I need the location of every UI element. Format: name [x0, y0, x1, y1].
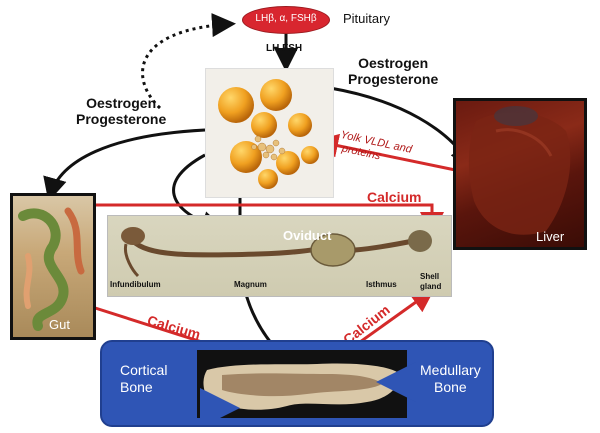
oviduct-shape	[121, 227, 432, 278]
pituitary-hormones-label: LHβ, α, FSHβ	[255, 13, 317, 24]
bone-panel: Cortical Bone Medullary Bone	[100, 340, 494, 427]
liver-photo: Liver	[453, 98, 587, 250]
gut-shape	[18, 207, 85, 331]
ovary-hormones-left: Oestrogen Progesterone	[76, 95, 167, 127]
segment-shell: Shell	[420, 272, 440, 281]
feedback-dotted-arrow	[141, 13, 236, 110]
ovary-photo	[205, 68, 334, 198]
segment-magnum: Magnum	[234, 280, 267, 289]
pituitary-label: Pituitary	[343, 11, 390, 26]
cortical-bone-label: Cortical Bone	[120, 362, 168, 395]
gut-photo: Gut	[10, 193, 96, 340]
oviduct-label: Oviduct	[283, 228, 332, 243]
liver-label: Liver	[536, 229, 565, 244]
lh-fsh-label: LH FSH	[266, 43, 303, 54]
segment-isthmus: Isthmus	[366, 280, 397, 289]
ovary-hormones-right: Oestrogen Progesterone	[348, 55, 439, 87]
yolk-arrow	[314, 133, 466, 174]
gut-label: Gut	[49, 317, 70, 332]
bone-section	[203, 363, 399, 410]
liver-shape	[468, 106, 571, 235]
medullary-bone-label: Medullary Bone	[420, 362, 481, 395]
segment-gland: gland	[420, 282, 442, 291]
calcium-label-top: Calcium	[367, 189, 422, 205]
ovary-follicles	[218, 79, 319, 189]
ovary-to-gut-arrow	[43, 128, 206, 202]
bone-photo	[197, 350, 407, 418]
pituitary-node: LHβ, α, FSHβ	[242, 6, 330, 34]
segment-infundibulum: Infundibulum	[110, 280, 161, 289]
oviduct-photo: Oviduct Infundibulum Magnum Isthmus Shel…	[107, 215, 452, 297]
bone-pointers	[200, 362, 418, 425]
